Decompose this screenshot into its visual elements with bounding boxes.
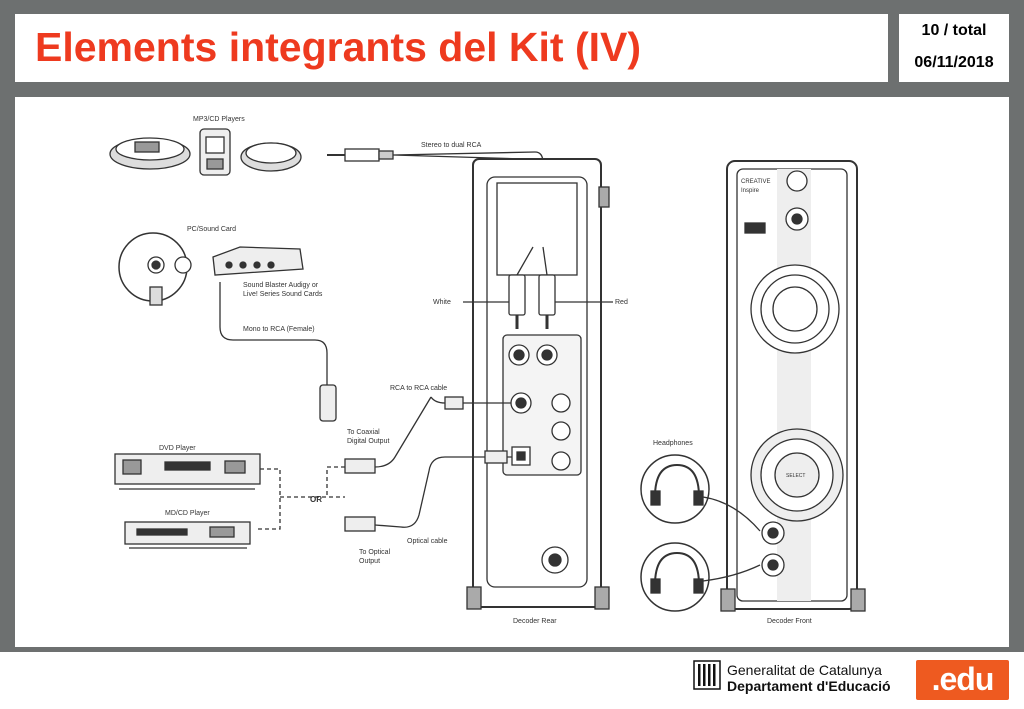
label-md-player: MD/CD Player — [165, 510, 210, 517]
decoder-rear — [466, 158, 610, 610]
sound-card-icon — [118, 232, 304, 306]
mono-cable — [219, 282, 328, 387]
label-optical-out-2: Output — [359, 558, 380, 565]
dvd-player-icon — [114, 453, 261, 490]
or-connector — [255, 466, 345, 530]
footer-bar: Generalitat de Catalunya Departament d'E… — [0, 652, 1024, 709]
connection-diagram: MP3/CD Players Stereo to dual RCA PC/Sou… — [109, 116, 866, 625]
edu-logo-text: .edu — [931, 661, 995, 697]
label-headphones: Headphones — [653, 440, 693, 447]
label-optical-out: To Optical — [359, 549, 391, 556]
rca-female-icon — [319, 384, 337, 422]
optical-plug — [344, 516, 376, 532]
label-coaxial-2: Digital Output — [347, 438, 389, 445]
label-brand: CREATIVE — [741, 179, 771, 185]
headphones-icon — [640, 454, 761, 532]
headphones-icon-2 — [640, 542, 761, 612]
optical-cable — [374, 456, 512, 528]
label-white: White — [433, 299, 451, 306]
label-select: SELECT — [786, 473, 805, 479]
md-player-icon — [124, 521, 251, 549]
label-rca-cable: RCA to RCA cable — [390, 385, 447, 392]
mp3-player-icon — [199, 128, 231, 176]
generalitat-name: Generalitat de Catalunya — [727, 662, 882, 678]
content-area: MP3/CD Players Stereo to dual RCA PC/Sou… — [15, 97, 1009, 647]
decoder-front — [720, 160, 866, 612]
label-decoder-front: Decoder Front — [767, 618, 812, 625]
label-dvd-player: DVD Player — [159, 445, 196, 452]
rca-cable — [374, 396, 511, 468]
page-panel: 10 / total 06/11/2018 — [899, 14, 1009, 82]
label-red: Red — [615, 299, 628, 306]
label-pc-sound-card: PC/Sound Card — [187, 226, 236, 233]
cd-player-icon — [109, 137, 191, 170]
label-mono-rca: Mono to RCA (Female) — [243, 326, 315, 333]
label-model: Inspire — [741, 188, 760, 194]
department-name: Departament d'Educació — [727, 678, 891, 694]
slide-title: Elements integrants del Kit (IV) — [35, 24, 641, 70]
label-coaxial: To Coaxial — [347, 429, 380, 436]
title-panel: Elements integrants del Kit (IV) — [15, 14, 888, 82]
page-number: 10 / total — [921, 22, 987, 39]
label-optical-cable: Optical cable — [407, 538, 448, 545]
slide-date: 06/11/2018 — [914, 54, 994, 71]
coaxial-plug — [344, 458, 376, 474]
generalitat-logo-icon — [693, 660, 721, 690]
label-sound-blaster: Sound Blaster Audigy or — [243, 282, 319, 289]
label-mp3-players: MP3/CD Players — [193, 116, 245, 123]
disc-player-icon — [240, 142, 302, 172]
edu-logo: .edu — [916, 660, 1009, 700]
label-sound-blaster-2: Live! Series Sound Cards — [243, 291, 323, 298]
label-decoder-rear: Decoder Rear — [513, 618, 557, 625]
rca-plug — [444, 396, 464, 410]
stereo-jack-icon — [327, 148, 394, 162]
label-stereo-cable: Stereo to dual RCA — [421, 142, 482, 149]
label-or: OR — [310, 495, 322, 504]
